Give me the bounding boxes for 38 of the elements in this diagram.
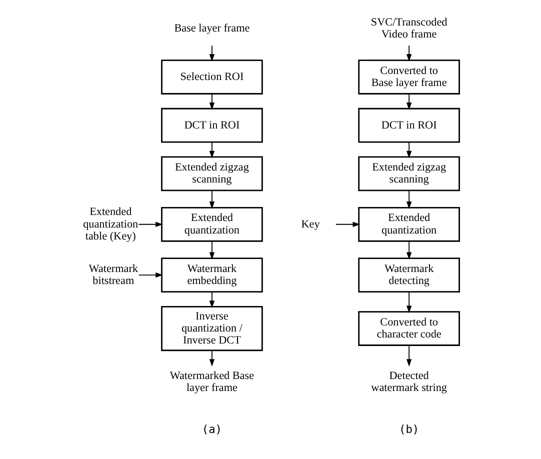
arrow [208, 190, 214, 210]
node-box: Extended zigzag scanning [358, 156, 460, 192]
arrow [208, 350, 214, 367]
node-text: SVC/Transcoded Video frame [370, 16, 447, 41]
arrow [208, 240, 214, 260]
arrow [138, 222, 163, 227]
node-text: Extended quantization table (Key) [82, 206, 138, 242]
node-box: Watermark embedding [160, 258, 262, 292]
node-box: Extended quantization [358, 206, 460, 242]
arrow [208, 93, 214, 110]
arrow [406, 93, 412, 110]
node-text: Key [300, 218, 320, 230]
node-text: Watermark bitstream [88, 262, 138, 287]
arrow [406, 240, 412, 260]
arrow [406, 142, 412, 158]
node-box: Extended quantization [160, 206, 262, 242]
arrow [406, 292, 412, 314]
arrow [138, 272, 163, 278]
label: (a) [201, 423, 222, 436]
node-box: Watermark detecting [358, 258, 460, 292]
node-text: Base layer frame [174, 22, 250, 35]
node-box: Inverse quantization / Inverse DCT [160, 306, 262, 352]
node-box: DCT in ROI [160, 108, 262, 143]
node-box: Converted to character code [358, 311, 460, 346]
node-text: Detected watermark string [370, 370, 446, 394]
node-text: Watermarked Base layer frame [169, 370, 254, 394]
node-box: Extended zigzag scanning [160, 156, 262, 192]
label: (b) [398, 423, 419, 436]
arrow [406, 345, 412, 367]
arrow [406, 190, 412, 210]
node-box: Selection ROI [160, 60, 262, 94]
node-box: DCT in ROI [358, 108, 460, 143]
arrow [406, 45, 412, 62]
arrow [334, 222, 360, 227]
node-box: Converted to Base layer frame [358, 60, 460, 94]
arrow [208, 142, 214, 158]
arrow [208, 45, 214, 62]
arrow [208, 292, 214, 308]
